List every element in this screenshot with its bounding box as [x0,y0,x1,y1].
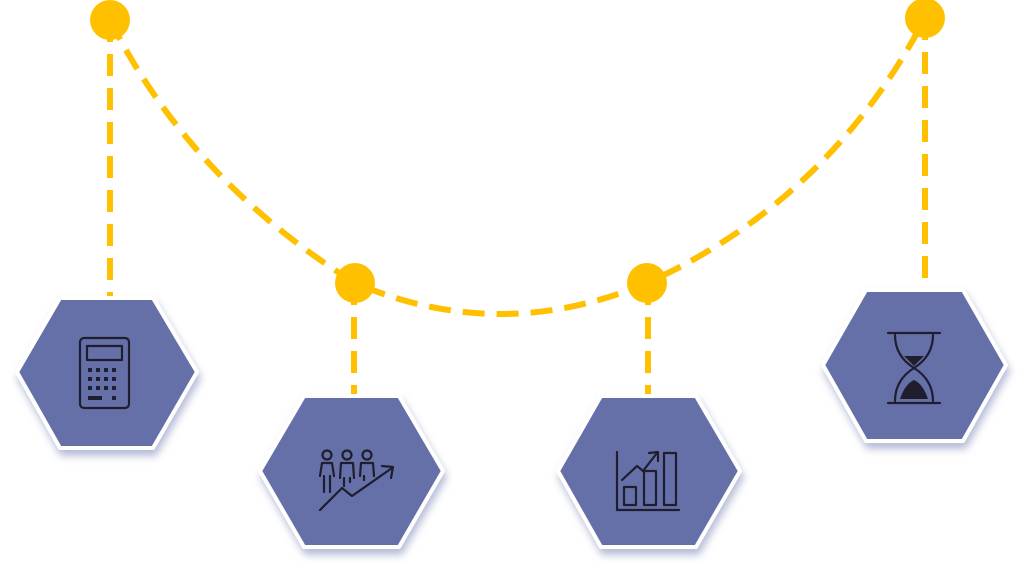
connector-dot-mid-left [335,263,375,303]
hexagon-node-3[interactable] [556,394,742,549]
hexagon-node-1[interactable] [15,296,199,450]
team-growth-icon [318,449,395,512]
calculator-icon [78,336,131,410]
connector-dot-top-left [90,0,130,40]
connector-dot-top-right [905,0,945,38]
connector-curve [107,16,928,317]
bar-chart-growth-icon [615,450,681,512]
hexagon-node-2[interactable] [258,394,445,549]
hexagon-node-4[interactable] [821,288,1008,443]
hourglass-icon [886,331,942,405]
connector-dot-mid-right [627,263,667,303]
